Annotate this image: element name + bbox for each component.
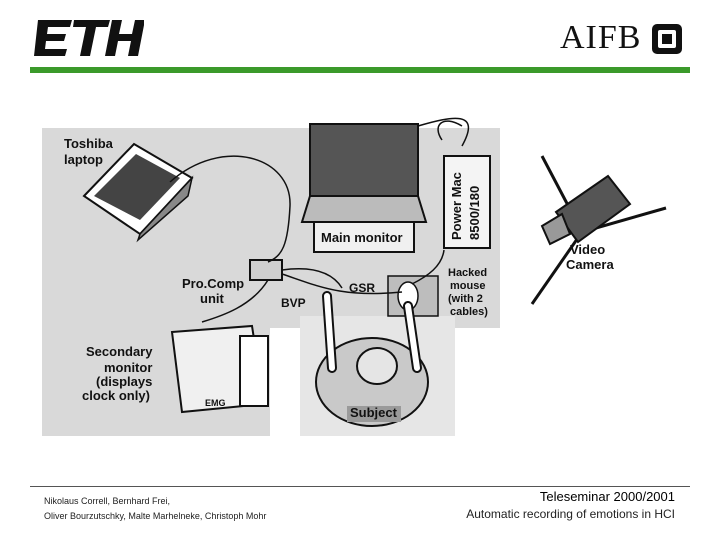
laptop-icon (82, 142, 194, 243)
label-procomp-2: unit (200, 291, 224, 306)
label-mouse-2: mouse (450, 280, 485, 292)
footer-subtitle: Automatic recording of emotions in HCI (466, 507, 675, 521)
video-camera-icon (530, 155, 667, 305)
label-camera-2: Camera (566, 257, 614, 272)
label-gsr: GSR (349, 281, 375, 295)
power-mac-icon (443, 155, 491, 249)
aifb-logo-icon (652, 24, 682, 54)
label-mouse-3: (with 2 (448, 293, 483, 305)
procomp-unit-icon (249, 259, 283, 281)
cables (169, 117, 469, 323)
eth-logo (34, 20, 144, 56)
main-monitor-icon (300, 123, 428, 253)
footer-authors: Nikolaus Correll, Bernhard Frei, Oliver … (44, 494, 266, 524)
label-secondary-2: monitor (104, 360, 152, 375)
aifb-logo-text: AIFB (560, 19, 642, 56)
subject-figure (315, 291, 429, 427)
authors-line-1: Nikolaus Correll, Bernhard Frei, (44, 496, 171, 506)
label-subject: Subject (350, 405, 398, 420)
label-emg: EMG (205, 398, 226, 408)
label-toshiba-1: Toshiba (64, 136, 114, 151)
footer-seminar: Teleseminar 2000/2001 (539, 489, 675, 504)
label-camera-1: Video (570, 242, 605, 257)
label-secondary-4: clock only) (82, 388, 150, 403)
label-mouse-1: Hacked (448, 267, 487, 279)
header-divider (30, 67, 690, 73)
secondary-monitor-icon (170, 324, 269, 414)
setup-diagram: Toshiba laptop Power Mac 8500/180 Main m… (42, 117, 667, 436)
label-power-mac-1: Power Mac (449, 172, 464, 240)
label-power-mac-2: 8500/180 (467, 186, 482, 240)
footer-divider (30, 486, 690, 487)
label-main-monitor: Main monitor (321, 230, 403, 245)
label-bvp: BVP (281, 296, 306, 310)
label-secondary-3: (displays (96, 374, 152, 389)
authors-line-2: Oliver Bourzutschky, Malte Marhelneke, C… (44, 511, 267, 521)
label-mouse-4: cables) (450, 306, 488, 318)
label-toshiba-2: laptop (64, 152, 103, 167)
label-secondary-1: Secondary (86, 344, 153, 359)
label-procomp-1: Pro.Comp (182, 276, 244, 291)
